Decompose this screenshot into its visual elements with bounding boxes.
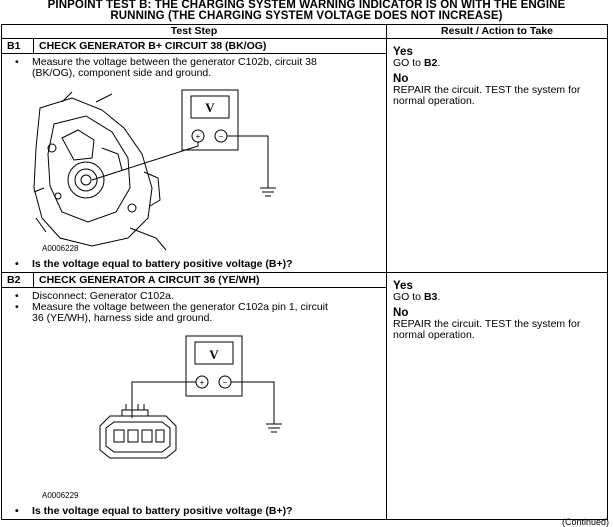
step-b2-body-row: Disconnect: Generator C102a. Measure the… bbox=[0, 287, 608, 520]
step-b1-result: Yes GO to B2. No REPAIR the circuit. TES… bbox=[386, 38, 609, 273]
step-b1-heading: CHECK GENERATOR B+ CIRCUIT 38 (BK/OG) bbox=[32, 38, 388, 54]
step-b2-heading: CHECK GENERATOR A CIRCUIT 36 (YE/WH) bbox=[32, 272, 388, 288]
step-b1-plus: + bbox=[196, 132, 201, 141]
pinpoint-test-title: PINPOINT TEST B: THE CHARGING SYSTEM WAR… bbox=[0, 0, 613, 22]
step-b2-connector bbox=[99, 404, 177, 459]
step-b1-voltmeter bbox=[91, 89, 276, 197]
step-b1-body: Measure the voltage between the generato… bbox=[0, 53, 388, 273]
step-b1-minus: − bbox=[219, 132, 224, 141]
step-b1-figure-id: A0006228 bbox=[42, 244, 79, 253]
step-b2-question: Is the voltage equal to battery positive… bbox=[2, 505, 293, 517]
pinpoint-test-table: Test Step Result / Action to Take B1 CHE… bbox=[0, 24, 609, 520]
step-b1-yes-target: B2 bbox=[423, 57, 438, 69]
step-b1-figure: V + − bbox=[33, 89, 276, 251]
header-test-step: Test Step bbox=[0, 24, 388, 39]
step-b1-id: B1 bbox=[1, 38, 34, 54]
step-b1-bullet: Measure the voltage between the generato… bbox=[2, 57, 332, 79]
continued-label: (Continued) bbox=[561, 517, 609, 527]
step-b2-meter-label: V bbox=[209, 347, 219, 362]
step-b2-figure-id: A0006229 bbox=[42, 491, 79, 500]
step-b2-minus: − bbox=[223, 378, 228, 387]
step-b2-plus: + bbox=[200, 378, 205, 387]
step-b1-question: Is the voltage equal to battery positive… bbox=[2, 258, 293, 270]
step-b2-result: Yes GO to B3. No REPAIR the circuit. TES… bbox=[386, 272, 609, 520]
step-b2-yes-action: GO to B3. bbox=[393, 291, 441, 303]
step-b2-id: B2 bbox=[1, 272, 34, 288]
title-line-2: RUNNING (THE CHARGING SYSTEM VOLTAGE DOE… bbox=[110, 10, 503, 22]
step-b2-bullet-2: Measure the voltage between the generato… bbox=[2, 302, 332, 324]
step-b1-yes-label: Yes bbox=[393, 46, 413, 58]
step-b2-no-action: REPAIR the circuit. TEST the system for … bbox=[393, 318, 581, 341]
step-b2-no-label: No bbox=[393, 307, 409, 319]
step-b2-bullets: Disconnect: Generator C102a. Measure the… bbox=[2, 291, 386, 324]
table-header-row: Test Step Result / Action to Take bbox=[0, 24, 609, 39]
step-b2-voltmeter bbox=[131, 335, 282, 433]
header-result-action: Result / Action to Take bbox=[386, 24, 609, 39]
step-b2-figure: V + − bbox=[99, 335, 282, 459]
step-b1-meter-label: V bbox=[205, 100, 215, 115]
step-b2-heading-row: B2 CHECK GENERATOR A CIRCUIT 36 (YE/WH) … bbox=[1, 272, 609, 520]
step-b1-heading-row: B1 CHECK GENERATOR B+ CIRCUIT 38 (BK/OG)… bbox=[1, 38, 609, 273]
step-b2-body: Disconnect: Generator C102a. Measure the… bbox=[0, 287, 388, 520]
step-b2-yes-target: B3 bbox=[423, 291, 438, 303]
step-b1-body-row: Measure the voltage between the generato… bbox=[0, 53, 608, 273]
step-b1-no-label: No bbox=[393, 73, 409, 85]
step-b1-bullets: Measure the voltage between the generato… bbox=[2, 57, 386, 79]
step-b2-bullet-1: Disconnect: Generator C102a. bbox=[2, 291, 332, 303]
step-b2-yes-label: Yes bbox=[393, 280, 413, 292]
step-b1-no-action: REPAIR the circuit. TEST the system for … bbox=[393, 84, 581, 107]
step-b1-yes-action: GO to B2. bbox=[393, 57, 441, 69]
title-line-1: PINPOINT TEST B: THE CHARGING SYSTEM WAR… bbox=[47, 0, 566, 11]
